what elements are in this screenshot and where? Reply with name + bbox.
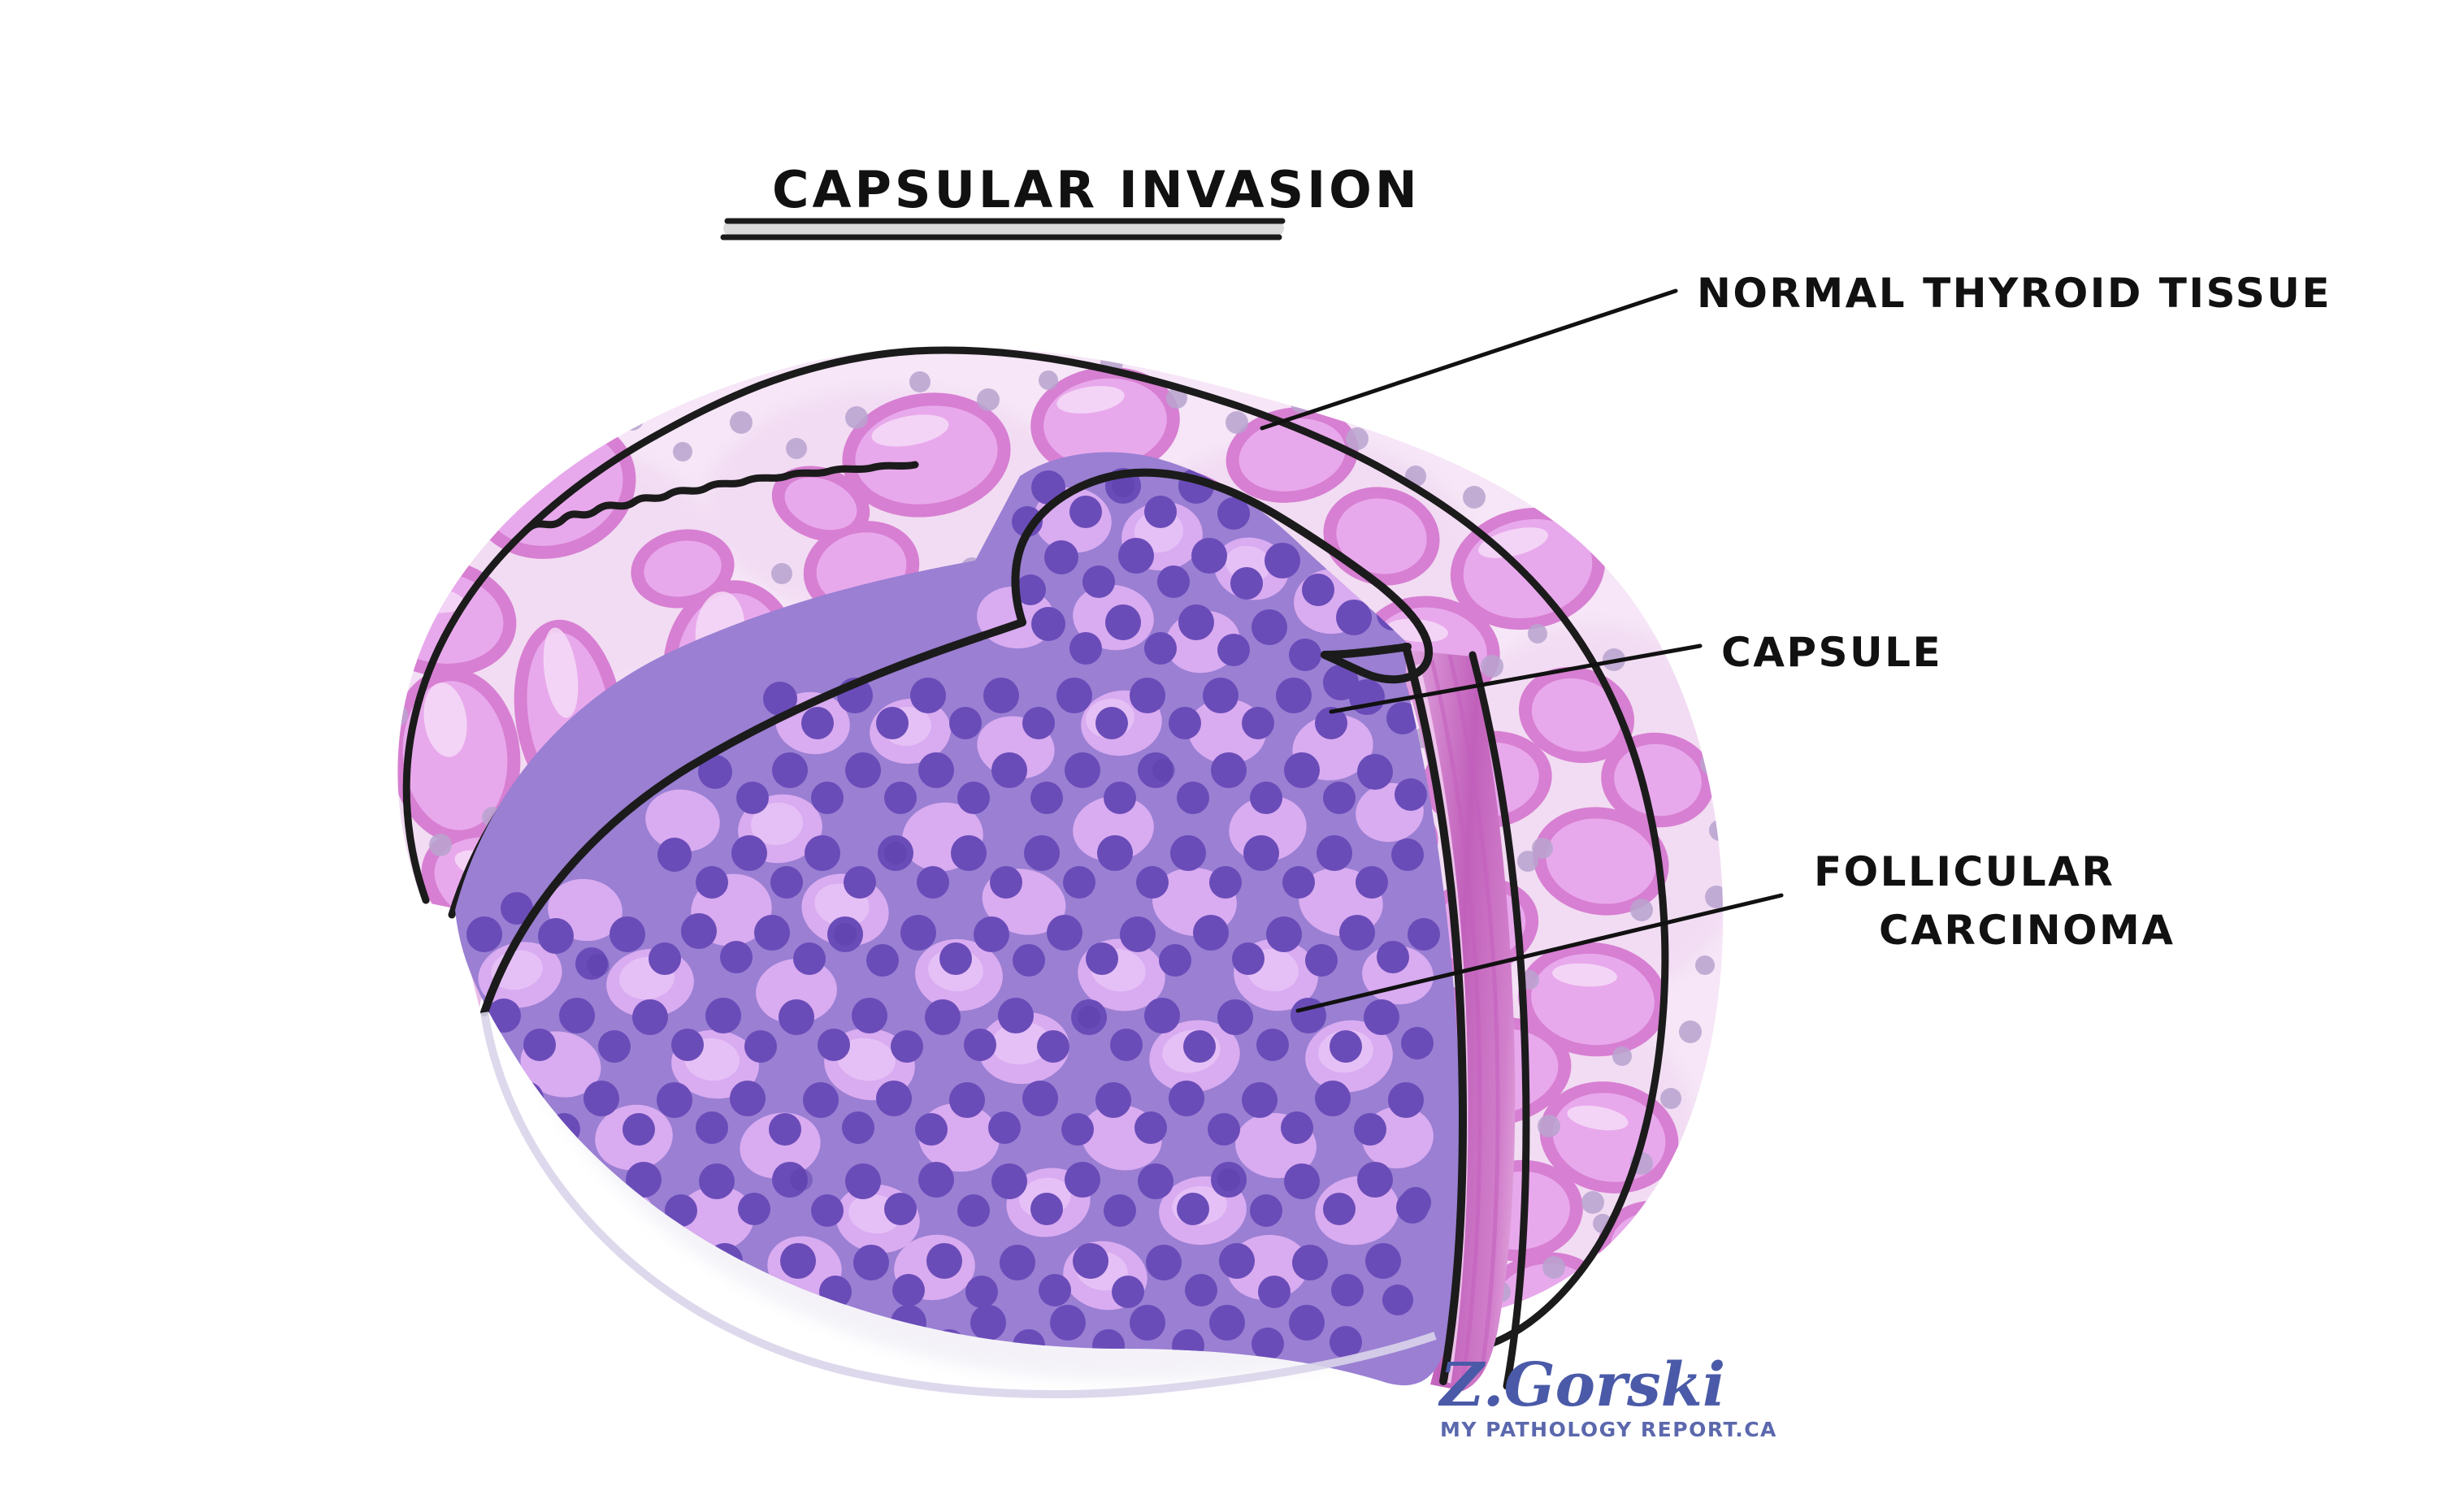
thyroid-lobe-outline-scallop xyxy=(523,461,919,534)
leader-normal-thyroid xyxy=(1260,288,1678,431)
tumor-outline-upper-left xyxy=(480,618,1026,1016)
tumor-lobulated-border xyxy=(480,1012,1437,1399)
leader-lines xyxy=(1260,288,1784,1013)
leader-carcinoma xyxy=(1295,893,1784,1013)
figure-title-group: CAPSULAR INVASION xyxy=(720,160,1421,240)
artist-signature: Z.Gorski xyxy=(1438,1350,1725,1420)
title-underline xyxy=(720,218,1286,240)
tumor-nuclei xyxy=(466,468,1440,1365)
capsule-defect-notch xyxy=(1321,643,1412,659)
website-watermark: MY PATHOLOGY REPORT.CA xyxy=(1440,1418,1777,1441)
leader-capsule xyxy=(1329,643,1703,714)
annotation-labels: NORMAL THYROID TISSUE CAPSULE FOLLICULAR… xyxy=(1697,270,2332,954)
label-capsule: CAPSULE xyxy=(1721,629,1942,676)
artist-signature-group: Z.Gorski MY PATHOLOGY REPORT.CA xyxy=(1438,1350,1777,1441)
capsular-invasion-tongue-outline xyxy=(1011,468,1434,684)
tumor-outline-right xyxy=(1402,643,1467,1385)
label-follicular-carcinoma-line1: FOLLICULAR xyxy=(1814,848,2115,895)
label-follicular-carcinoma-line2: CARCINOMA xyxy=(1879,907,2176,954)
page-title: CAPSULAR INVASION xyxy=(772,160,1421,219)
label-normal-thyroid-tissue: NORMAL THYROID TISSUE xyxy=(1697,270,2332,317)
